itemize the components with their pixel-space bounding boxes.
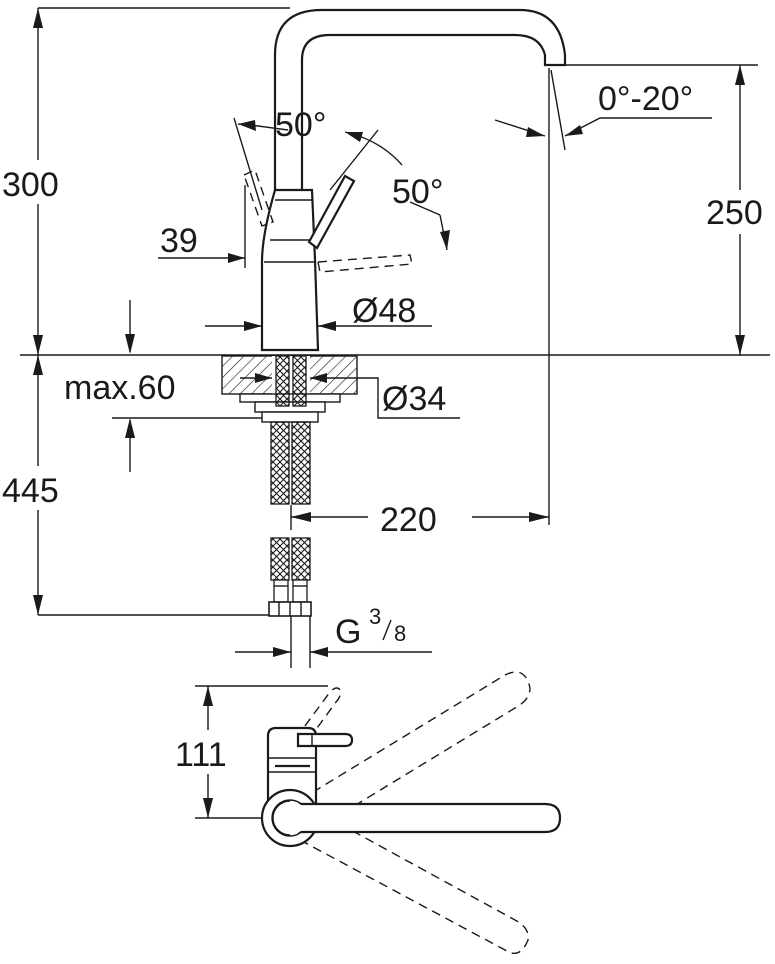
hole-diameter-label: Ø34 [382,380,446,418]
angle-left-annotation: 50° [233,106,326,211]
dim-250-label: 250 [706,194,763,232]
lever-offset-label: 39 [160,222,198,260]
spout [273,8,567,525]
body-diameter-label: Ø48 [352,292,416,330]
hole-diameter-annotation: Ø34 [240,373,460,419]
mixer-body [243,169,413,352]
swivel-angle-annotation: 0°-20° [494,80,712,137]
deck-thickness-label: max.60 [64,369,176,407]
angle-left-label: 50° [275,106,326,144]
thread-numerator: 3 [369,604,381,629]
dim-300-label: 300 [2,166,59,204]
lever-offset-annotation: 39 [158,185,246,268]
thread-size-annotation: G 3 8 [235,604,432,657]
dim-445-label: 445 [2,472,59,510]
spout-reach-label: 220 [380,501,437,539]
swivel-angle-label: 0°-20° [598,80,693,118]
deck-thickness-annotation: max.60 [64,300,262,472]
dimension-hose-length: 445 [0,355,275,616]
thread-denominator: 8 [394,621,406,646]
spout-reach-annotation: 220 [290,496,549,539]
angle-right-annotation: 50° [329,129,450,251]
supply-hoses [268,355,312,668]
dimension-spout-height: 250 [555,64,775,355]
dimension-total-height: 300 [2,7,290,355]
top-view-width-label: 111 [175,736,227,774]
body-diameter-annotation: Ø48 [205,292,432,331]
top-view: 111 [172,671,562,954]
thread-main-label: G [335,613,361,651]
